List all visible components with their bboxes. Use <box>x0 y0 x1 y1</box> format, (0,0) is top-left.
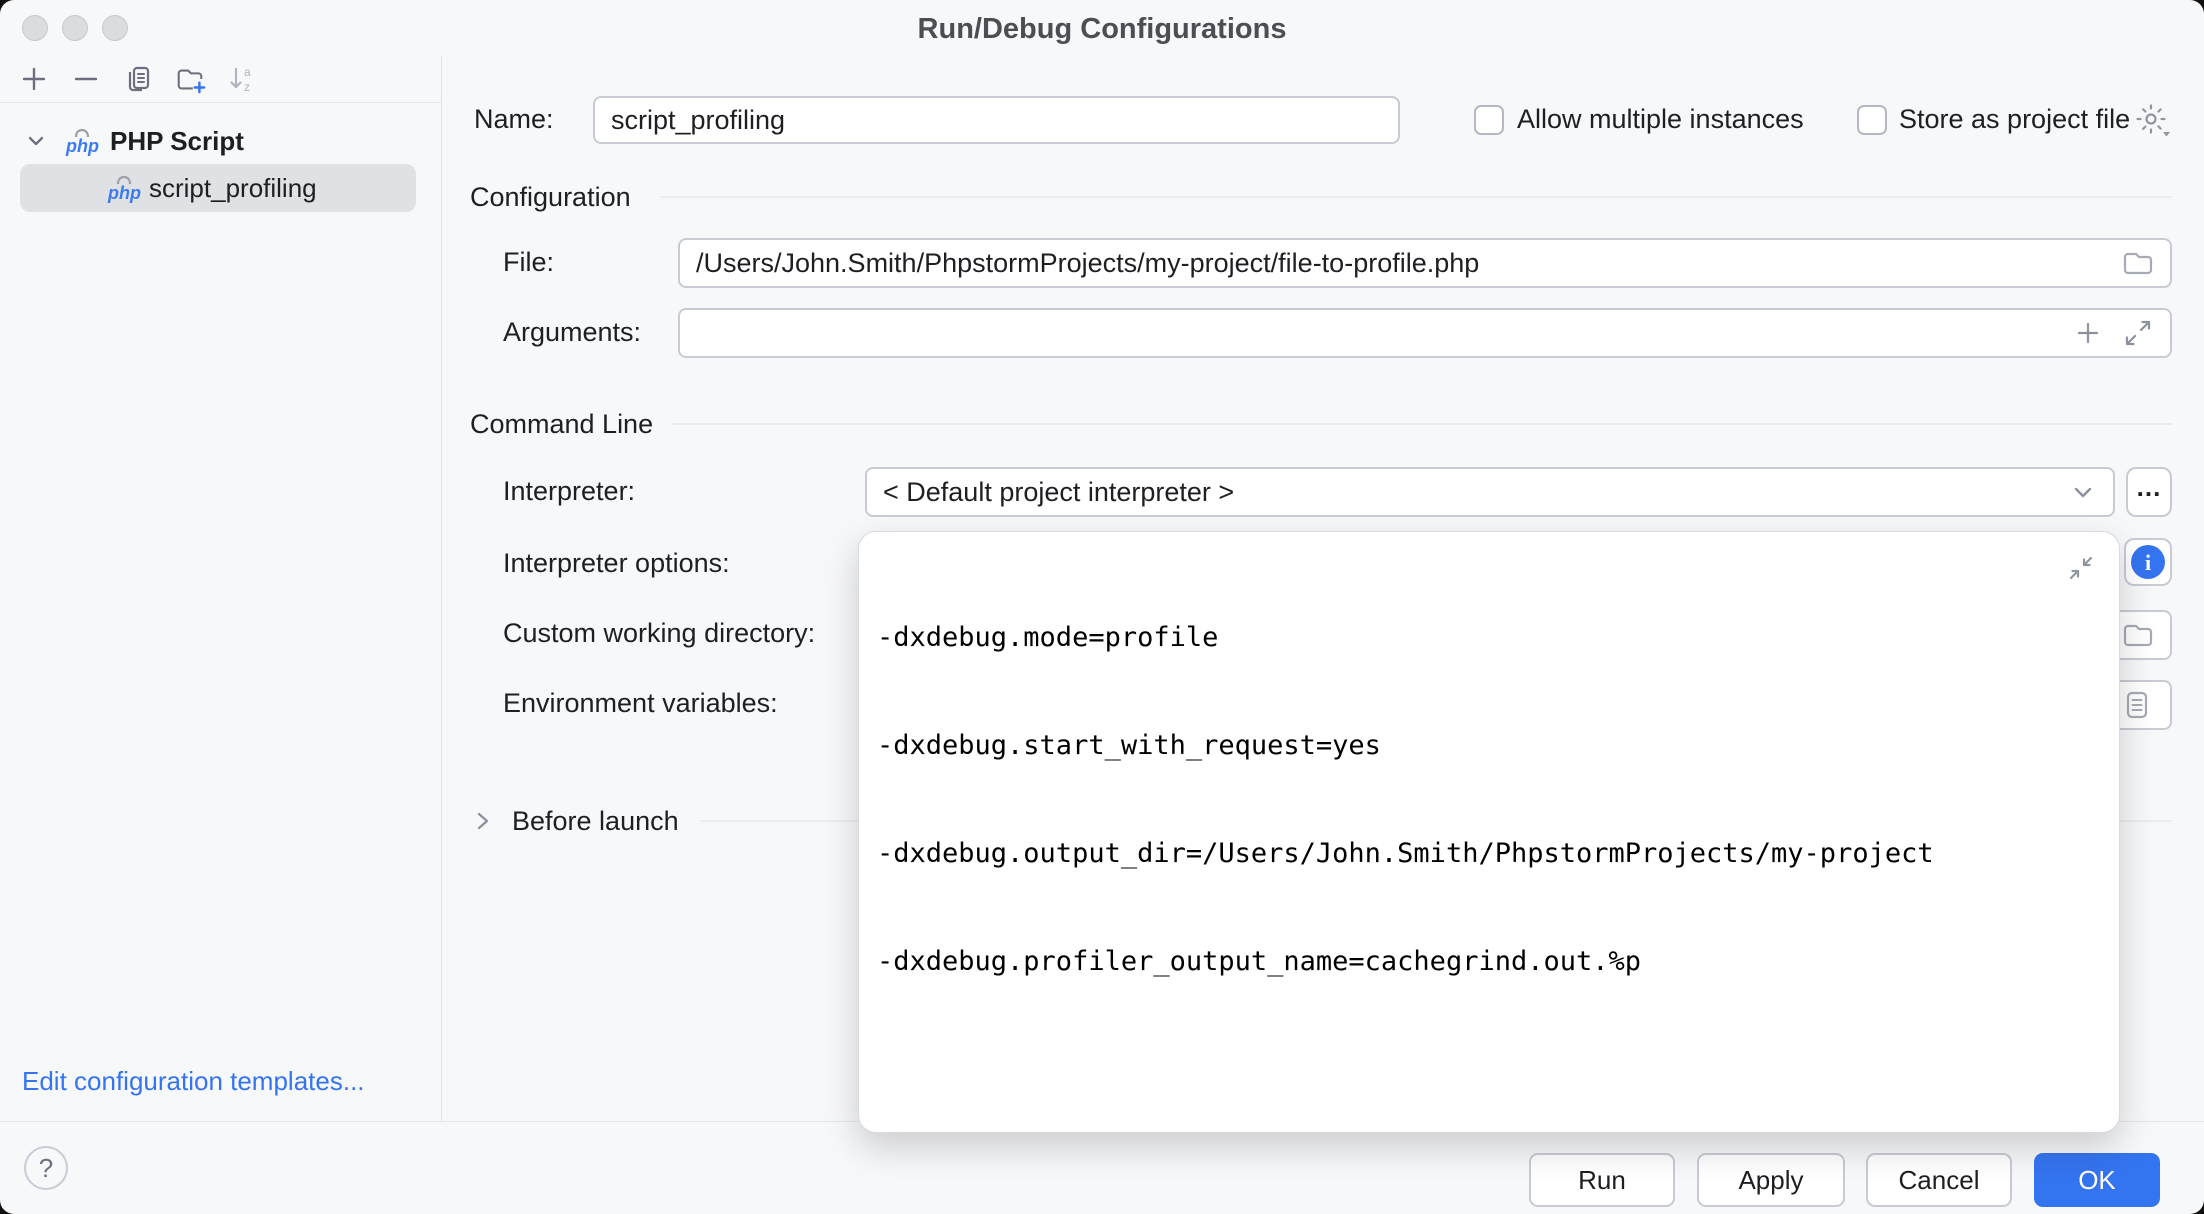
chevron-down-icon <box>2074 487 2092 498</box>
interpreter-dropdown[interactable]: < Default project interpreter > <box>865 467 2115 517</box>
list-icon[interactable] <box>2120 688 2154 722</box>
name-label: Name: <box>474 104 554 134</box>
new-folder-button[interactable] <box>174 63 206 95</box>
remove-configuration-button[interactable] <box>70 63 102 95</box>
option-line: -dxdebug.profiler_output_name=cachegrind… <box>877 946 1642 977</box>
folder-icon[interactable] <box>2120 618 2154 652</box>
sidebar-divider <box>441 56 442 1122</box>
section-separator <box>660 196 2172 198</box>
new-folder-icon <box>177 69 206 94</box>
cancel-button[interactable]: Cancel <box>1866 1153 2012 1207</box>
interpreter-options-label: Interpreter options: <box>503 548 730 578</box>
arguments-input[interactable] <box>678 308 2172 358</box>
interpreter-value: < Default project interpreter > <box>883 476 1235 507</box>
window-title: Run/Debug Configurations <box>917 13 1287 45</box>
interpreter-options-info-button[interactable]: i <box>2124 538 2172 586</box>
close-window-button[interactable] <box>22 15 48 41</box>
sidebar-toolbar: a z <box>0 56 441 103</box>
add-argument-icon[interactable] <box>2072 317 2104 349</box>
interpreter-options-text[interactable]: -dxdebug.mode=profile -dxdebug.start_wit… <box>877 548 2049 1052</box>
help-button[interactable]: ? <box>24 1146 68 1190</box>
tree-item-script-profiling[interactable]: php script_profiling <box>20 164 416 212</box>
file-input[interactable]: /Users/John.Smith/PhpstormProjects/my-pr… <box>678 238 2172 288</box>
file-value: /Users/John.Smith/PhpstormProjects/my-pr… <box>696 247 1480 278</box>
option-line: -dxdebug.output_dir=/Users/John.Smith/Ph… <box>877 838 1934 869</box>
expand-icon[interactable] <box>2122 317 2154 349</box>
svg-text:a: a <box>244 65 251 79</box>
allow-multiple-instances-checkbox[interactable] <box>1474 105 1504 135</box>
chevron-right-icon[interactable] <box>470 808 496 834</box>
info-icon: i <box>2131 545 2165 579</box>
option-line: -dxdebug.start_with_request=yes <box>877 730 1381 761</box>
svg-text:z: z <box>244 80 250 94</box>
before-launch-section-header[interactable]: Before launch <box>512 806 679 836</box>
folder-icon[interactable] <box>2120 246 2154 280</box>
php-icon: php <box>107 175 141 203</box>
svg-text:i: i <box>2145 550 2151 575</box>
tree-item-label: script_profiling <box>149 172 317 203</box>
zoom-window-button[interactable] <box>102 15 128 41</box>
apply-button[interactable]: Apply <box>1697 1153 1845 1207</box>
copy-icon <box>128 66 150 92</box>
gear-icon <box>2136 104 2170 137</box>
custom-working-directory-label: Custom working directory: <box>503 618 816 648</box>
tree-group-label: PHP Script <box>110 125 244 156</box>
add-configuration-button[interactable] <box>18 63 50 95</box>
option-line: -dxdebug.mode=profile <box>877 622 1219 653</box>
environment-variables-label: Environment variables: <box>503 688 778 718</box>
name-input[interactable] <box>593 96 1400 144</box>
edit-configuration-templates-link[interactable]: Edit configuration templates... <box>22 1066 365 1096</box>
store-as-project-file-label: Store as project file <box>1899 104 2131 134</box>
php-icon: php <box>65 128 99 156</box>
command-line-section-header: Command Line <box>470 409 654 439</box>
configuration-section-header: Configuration <box>470 182 631 212</box>
file-label: File: <box>503 247 555 277</box>
store-options-button[interactable] <box>2134 102 2172 140</box>
tree-group-php-script[interactable]: php PHP Script <box>0 118 441 164</box>
run-button[interactable]: Run <box>1529 1153 1675 1207</box>
interpreter-more-button[interactable]: ... <box>2126 467 2172 517</box>
interpreter-options-popup[interactable]: -dxdebug.mode=profile -dxdebug.start_wit… <box>858 531 2120 1133</box>
svg-text:php: php <box>107 183 141 203</box>
sort-configurations-button[interactable]: a z <box>226 63 258 95</box>
arguments-label: Arguments: <box>503 317 642 347</box>
store-as-project-file-checkbox[interactable] <box>1857 105 1887 135</box>
chevron-down-icon[interactable] <box>24 129 48 153</box>
allow-multiple-instances-label: Allow multiple instances <box>1517 104 1804 134</box>
add-icon <box>22 67 46 91</box>
ok-button[interactable]: OK <box>2034 1153 2160 1207</box>
svg-text:php: php <box>65 136 99 156</box>
interpreter-label: Interpreter: <box>503 476 636 506</box>
remove-icon <box>74 77 98 81</box>
copy-configuration-button[interactable] <box>122 63 154 95</box>
collapse-icon[interactable] <box>2065 552 2097 584</box>
section-separator <box>672 423 2172 425</box>
sort-alpha-icon: a z <box>230 65 251 94</box>
minimize-window-button[interactable] <box>62 15 88 41</box>
titlebar: Run/Debug Configurations <box>0 0 2204 56</box>
